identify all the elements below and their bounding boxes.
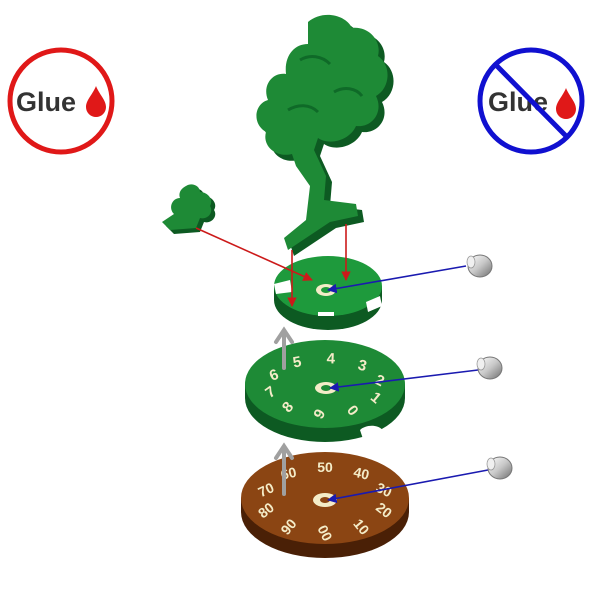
tree-piece [256,14,394,256]
push-arrow [274,326,294,370]
dial-numeral: 4 [326,350,336,367]
dial-numeral: 70 [256,479,277,500]
glue-arrows [195,224,351,307]
pin-icon [486,456,513,480]
dial-numeral: 40 [352,464,371,483]
dial-numeral: 5 [291,353,302,371]
no-glue-slash [494,63,569,139]
pin-icon [466,254,493,278]
tens-dial-disc: 00102030405060708090 [241,452,409,558]
small-tree-piece [162,184,216,234]
pin-line [327,469,489,504]
glue-drop-icon [86,86,106,117]
push-arrows [274,326,294,496]
glue-ring [7,47,115,155]
no-glue-ring [477,47,585,155]
tree-base-disc [274,256,382,330]
dial-numeral: 50 [317,459,333,475]
glue-label: Glue [16,87,76,117]
no-glue-drop-icon [556,88,576,119]
no-glue-legend: Glue [477,47,585,155]
push-arrow [274,442,294,496]
pin-connectors [327,254,513,504]
pin-line [327,265,467,294]
no-glue-label: Glue [488,87,548,117]
glue-legend: Glue [7,47,115,155]
pin-line [329,369,479,392]
tree-foliage [256,14,388,250]
pin-icon [476,356,503,380]
dial-numeral: 00 [314,522,335,543]
